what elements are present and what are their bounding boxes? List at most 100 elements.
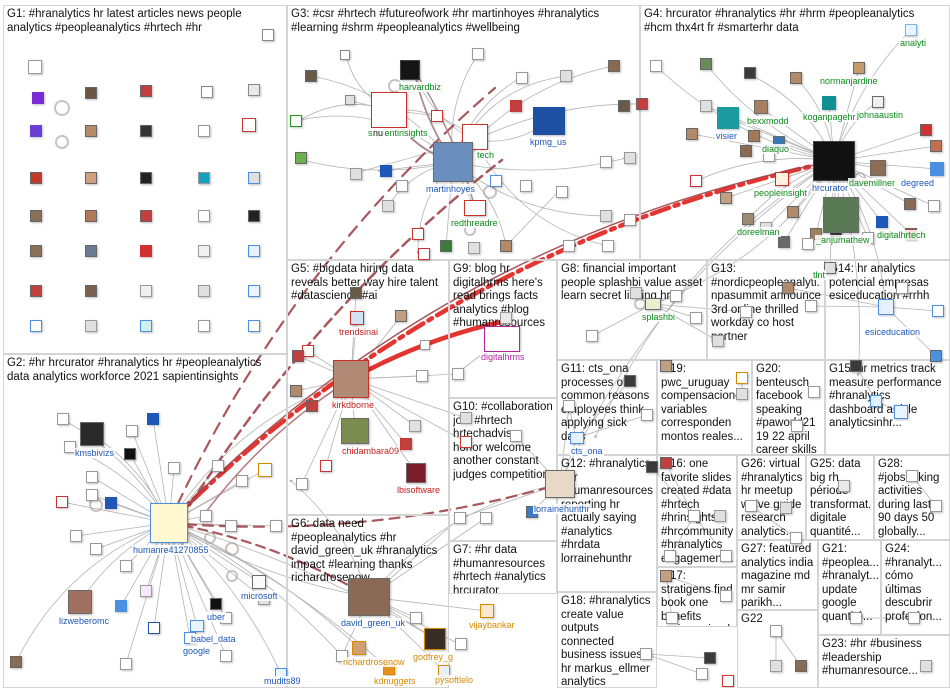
graph-node[interactable] bbox=[454, 512, 466, 524]
graph-node[interactable] bbox=[340, 50, 350, 60]
graph-node[interactable] bbox=[30, 320, 42, 332]
node-esiceducation[interactable] bbox=[878, 299, 894, 315]
graph-node[interactable] bbox=[640, 648, 652, 660]
node-tech[interactable] bbox=[462, 124, 488, 150]
node-hrcurator[interactable] bbox=[813, 141, 855, 181]
graph-node[interactable] bbox=[86, 489, 98, 501]
graph-node[interactable] bbox=[618, 100, 630, 112]
graph-node[interactable] bbox=[745, 500, 757, 512]
graph-node[interactable] bbox=[808, 386, 820, 398]
graph-node[interactable] bbox=[928, 200, 940, 212]
graph-node[interactable] bbox=[220, 650, 232, 662]
graph-node[interactable] bbox=[200, 510, 212, 522]
graph-node[interactable] bbox=[870, 395, 882, 407]
graph-node[interactable] bbox=[452, 368, 464, 380]
node-splashbi[interactable] bbox=[645, 298, 661, 310]
node-degreed[interactable] bbox=[930, 162, 944, 176]
node-digitalhrms[interactable] bbox=[484, 326, 520, 352]
node-kmsbivizs[interactable] bbox=[80, 422, 104, 446]
graph-node[interactable] bbox=[714, 510, 726, 522]
graph-node[interactable] bbox=[770, 660, 782, 672]
graph-node[interactable] bbox=[148, 622, 160, 634]
graph-node[interactable] bbox=[198, 285, 210, 297]
node-lorrainehunthr[interactable] bbox=[545, 470, 575, 498]
graph-node[interactable] bbox=[30, 245, 42, 257]
graph-node[interactable] bbox=[236, 475, 248, 487]
graph-node[interactable] bbox=[198, 245, 210, 257]
graph-node[interactable] bbox=[600, 156, 612, 168]
graph-node[interactable] bbox=[720, 550, 732, 562]
graph-node[interactable] bbox=[500, 240, 512, 252]
graph-node[interactable] bbox=[120, 658, 132, 670]
node-uber[interactable] bbox=[210, 598, 222, 610]
graph-node[interactable] bbox=[120, 560, 132, 572]
node-chidambara09[interactable] bbox=[341, 418, 369, 444]
graph-node[interactable] bbox=[350, 287, 362, 299]
graph-node[interactable] bbox=[30, 285, 42, 297]
graph-node[interactable] bbox=[270, 520, 282, 532]
graph-node[interactable] bbox=[700, 58, 712, 70]
node-humanre41270855[interactable] bbox=[150, 503, 188, 543]
graph-node[interactable] bbox=[350, 168, 362, 180]
graph-node[interactable] bbox=[468, 242, 480, 254]
node-kirkdborne[interactable] bbox=[333, 360, 369, 398]
graph-node[interactable] bbox=[306, 400, 318, 412]
graph-node[interactable] bbox=[641, 409, 653, 421]
graph-node[interactable] bbox=[670, 290, 682, 302]
graph-node[interactable] bbox=[510, 100, 522, 112]
graph-node[interactable] bbox=[805, 300, 817, 312]
graph-node[interactable] bbox=[770, 625, 782, 637]
graph-node[interactable] bbox=[500, 312, 512, 324]
graph-node[interactable] bbox=[248, 210, 260, 222]
graph-node[interactable] bbox=[345, 95, 355, 105]
node-doreelman[interactable] bbox=[742, 213, 754, 225]
graph-node[interactable] bbox=[778, 236, 790, 248]
node-koganpagehr[interactable] bbox=[822, 96, 836, 110]
node-davemillner[interactable] bbox=[870, 160, 886, 176]
node-david-green-uk[interactable] bbox=[348, 578, 390, 616]
graph-node[interactable] bbox=[140, 285, 152, 297]
node-visier[interactable] bbox=[717, 107, 739, 129]
node-analyti[interactable] bbox=[905, 24, 917, 36]
graph-node[interactable] bbox=[480, 512, 492, 524]
graph-node[interactable] bbox=[563, 400, 575, 412]
graph-node[interactable] bbox=[85, 172, 97, 184]
node-redthreadre[interactable] bbox=[464, 200, 486, 216]
graph-node[interactable] bbox=[736, 388, 748, 400]
graph-node[interactable] bbox=[140, 320, 152, 332]
graph-node[interactable] bbox=[722, 675, 734, 687]
graph-node[interactable] bbox=[666, 612, 678, 624]
graph-node[interactable] bbox=[624, 152, 636, 164]
node-bexxmodd[interactable] bbox=[754, 100, 768, 114]
graph-node[interactable] bbox=[418, 248, 430, 260]
graph-node[interactable] bbox=[624, 214, 636, 226]
graph-node[interactable] bbox=[690, 312, 702, 324]
node-vijaybankar[interactable] bbox=[480, 604, 494, 618]
graph-node[interactable] bbox=[10, 656, 22, 668]
graph-node[interactable] bbox=[30, 210, 42, 222]
graph-node[interactable] bbox=[147, 413, 159, 425]
graph-node[interactable] bbox=[70, 530, 82, 542]
graph-node[interactable] bbox=[140, 210, 152, 222]
graph-node[interactable] bbox=[380, 165, 392, 177]
graph-node[interactable] bbox=[904, 198, 916, 210]
graph-node[interactable] bbox=[646, 461, 658, 473]
graph-node[interactable] bbox=[600, 210, 612, 222]
graph-node[interactable] bbox=[563, 240, 575, 252]
graph-node[interactable] bbox=[740, 145, 752, 157]
graph-node[interactable] bbox=[795, 660, 807, 672]
graph-node[interactable] bbox=[787, 206, 799, 218]
graph-node[interactable] bbox=[140, 245, 152, 257]
graph-node[interactable] bbox=[124, 448, 136, 460]
graph-node[interactable] bbox=[802, 238, 814, 250]
graph-node[interactable] bbox=[198, 210, 210, 222]
graph-node[interactable] bbox=[696, 668, 708, 680]
graph-node[interactable] bbox=[28, 60, 42, 74]
graph-node[interactable] bbox=[86, 471, 98, 483]
graph-node[interactable] bbox=[248, 320, 260, 332]
graph-node[interactable] bbox=[395, 310, 407, 322]
node-harvardbiz[interactable] bbox=[400, 60, 420, 80]
graph-node[interactable] bbox=[290, 385, 302, 397]
graph-node[interactable] bbox=[198, 320, 210, 332]
graph-node[interactable] bbox=[838, 480, 850, 492]
